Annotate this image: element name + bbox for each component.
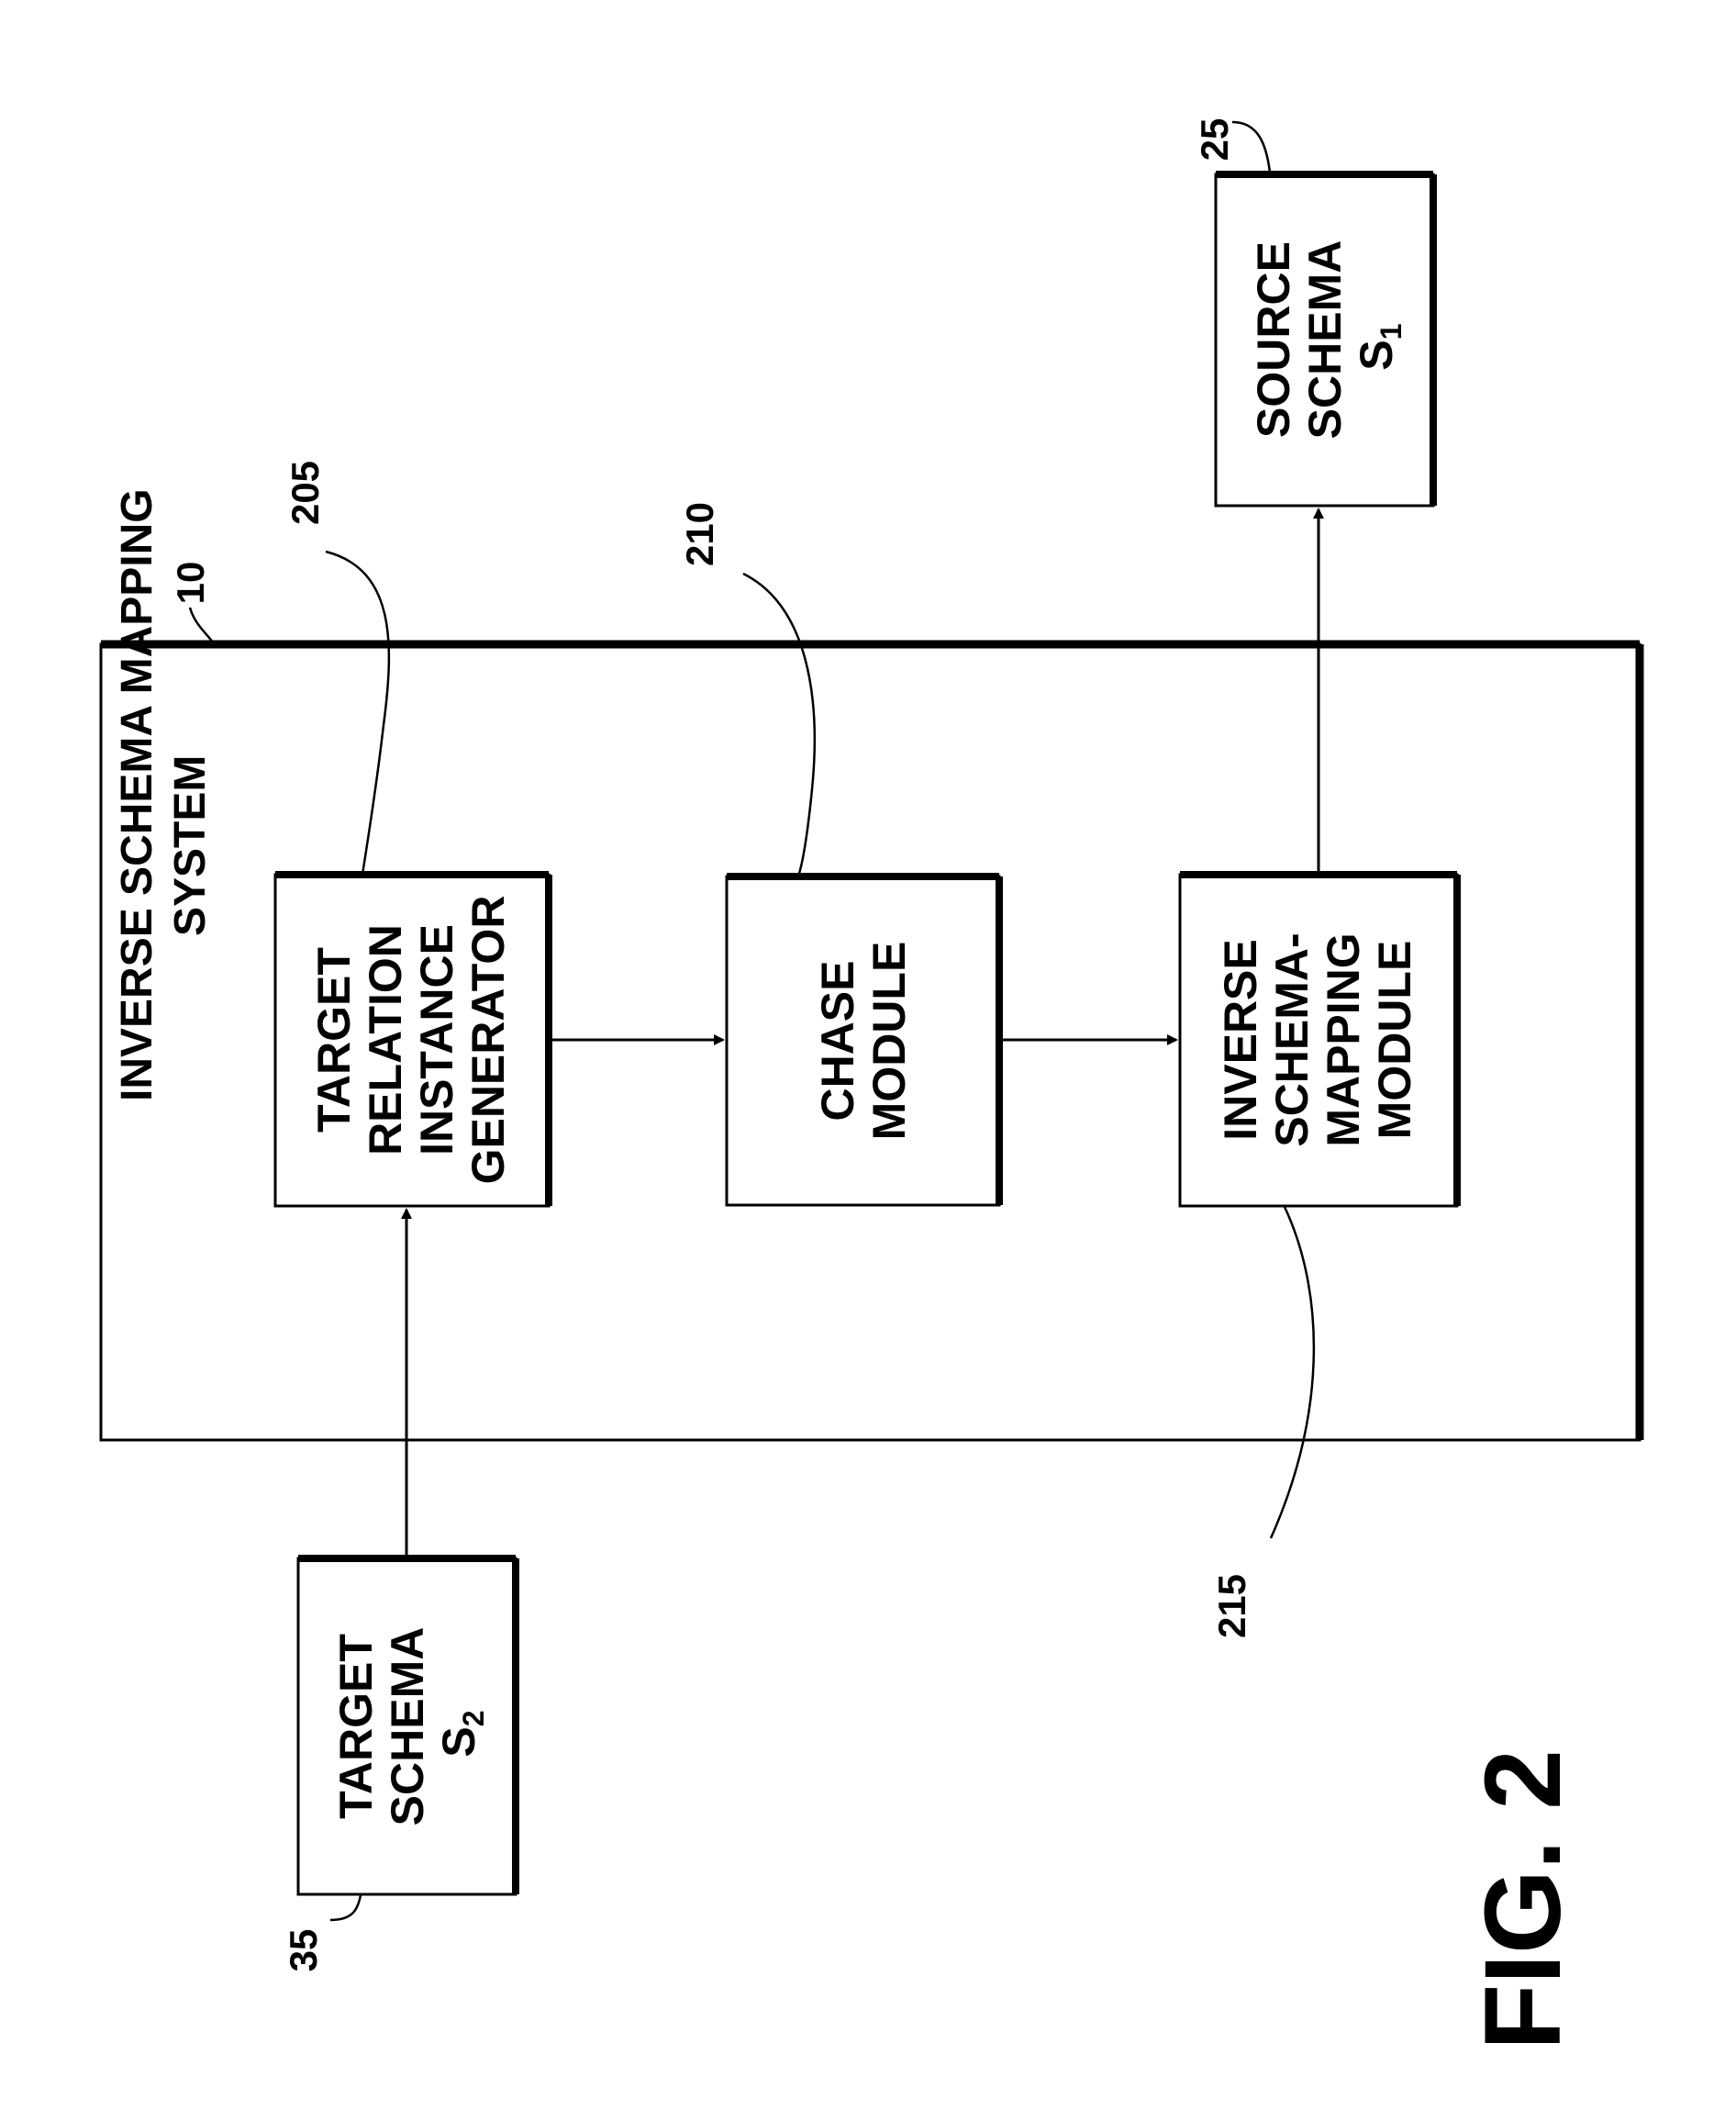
inverse-module-leader-line xyxy=(1271,1207,1314,1538)
source-schema-leader-line xyxy=(1232,122,1270,173)
system-leader-line xyxy=(190,608,213,642)
inverse-module-line-4: MODULE xyxy=(1369,941,1420,1140)
generator-leader-line xyxy=(326,552,389,875)
chase-line-2: MODULE xyxy=(863,942,915,1141)
target-schema-leader-line xyxy=(330,1895,361,1920)
source-schema-line-2: SCHEMA xyxy=(1299,240,1351,440)
target-schema-line-2: SCHEMA xyxy=(382,1627,433,1826)
generator-line-4: GENERATOR xyxy=(462,896,514,1185)
inverse-module-line-1: INVERSE xyxy=(1215,939,1266,1141)
inverse-module-line-2: SCHEMA- xyxy=(1266,932,1318,1146)
chase-leader-line xyxy=(743,574,815,876)
generator-line-1: TARGET xyxy=(308,947,360,1133)
generator-ref-label: 205 xyxy=(284,461,327,525)
inverse-module-ref-label: 215 xyxy=(1210,1574,1253,1638)
source-schema-line-1: SOURCE xyxy=(1248,241,1299,438)
system-title-line-1: INVERSE SCHEMA MAPPING xyxy=(113,488,161,1101)
chase-label: CHASE MODULE xyxy=(812,942,915,1141)
inverse-module-label: INVERSE SCHEMA- MAPPING MODULE xyxy=(1215,932,1420,1146)
system-title-line-2: SYSTEM xyxy=(166,755,215,936)
chase-line-1: CHASE xyxy=(812,960,863,1121)
target-schema-line-1: TARGET xyxy=(330,1634,382,1819)
source-schema-ref-label: 25 xyxy=(1193,118,1236,162)
target-schema-ref-label: 35 xyxy=(282,1929,325,1972)
figure-label: FIG. 2 xyxy=(1463,1749,1584,2050)
system-ref-label: 10 xyxy=(169,562,212,605)
generator-line-2: RELATION xyxy=(360,924,411,1155)
generator-line-3: INSTANCE xyxy=(411,924,462,1155)
inverse-module-line-3: MAPPING xyxy=(1318,932,1369,1146)
chase-ref-label: 210 xyxy=(678,502,721,566)
